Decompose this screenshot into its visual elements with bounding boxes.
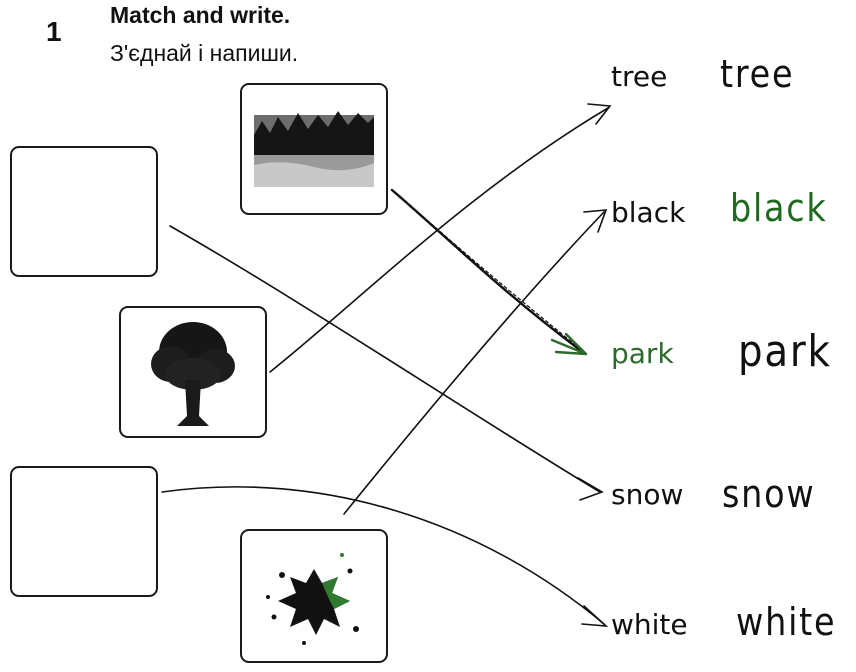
arrow-head-snow — [577, 477, 604, 501]
arrow-head-black — [583, 209, 608, 233]
tree-picture-box — [119, 306, 267, 438]
arrow-head-park — [550, 332, 588, 356]
word-white: white — [611, 608, 688, 641]
written-white[interactable]: white — [736, 600, 837, 644]
tree-picture — [151, 322, 235, 426]
empty-picture-box-top[interactable] — [10, 146, 158, 277]
line-blot-to-black — [343, 211, 605, 515]
arrow-head-white — [581, 605, 609, 627]
exercise-number: 1 — [46, 16, 62, 47]
ink-blot-picture — [266, 553, 359, 645]
written-park[interactable]: park — [738, 326, 832, 377]
written-snow[interactable]: snow — [722, 472, 816, 516]
line-tree-picture-to-tree — [269, 107, 609, 373]
exercise-title: Match and write. — [110, 2, 291, 28]
word-snow: snow — [611, 478, 684, 511]
word-park: park — [611, 337, 674, 370]
blot-picture-box — [240, 529, 388, 663]
line-bottom-box-to-white — [161, 486, 605, 625]
line-park-picture-to-park-dotted — [399, 195, 585, 353]
empty-picture-box-bottom[interactable] — [10, 466, 158, 597]
written-black[interactable]: black — [730, 186, 828, 230]
arrow-head-tree — [587, 103, 612, 125]
park-picture — [254, 111, 374, 187]
park-picture-box — [240, 83, 388, 215]
exercise-subtitle: З'єднай і напиши. — [110, 40, 299, 66]
line-top-box-to-snow — [169, 225, 601, 493]
word-black: black — [611, 196, 686, 229]
word-tree: tree — [611, 60, 668, 93]
written-tree[interactable]: tree — [720, 52, 795, 96]
